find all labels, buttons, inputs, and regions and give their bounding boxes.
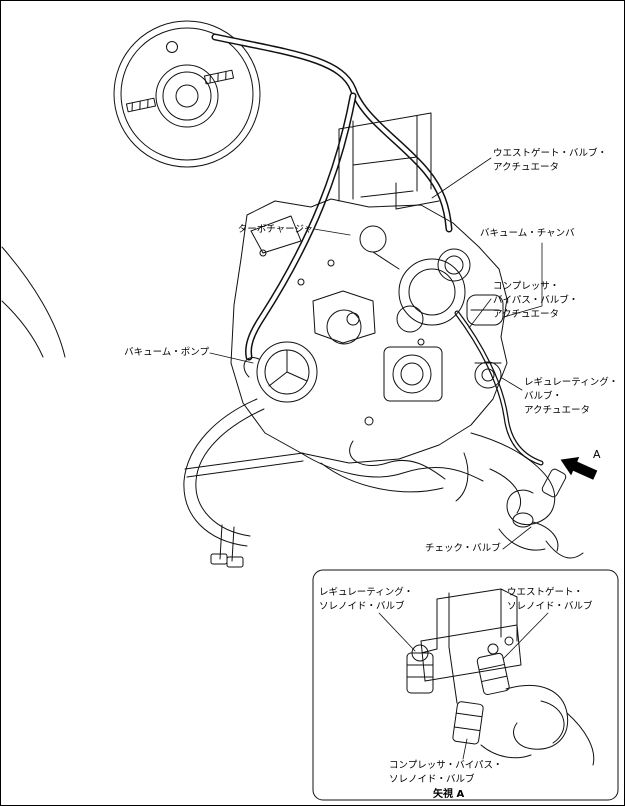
body-cut-lines <box>1 246 66 358</box>
turbocharger-drawing <box>359 225 471 333</box>
view-arrow-letter: A <box>593 448 601 461</box>
booster-stud <box>125 97 157 113</box>
mid-hoses <box>300 440 484 493</box>
top-bracket-drawing <box>338 112 440 210</box>
leader-lines <box>209 157 549 760</box>
vacuum-chamber-drawing <box>466 294 504 326</box>
booster-stud <box>203 69 235 85</box>
lower-pipe-frame <box>183 398 304 568</box>
regulating-actuator-drawing <box>474 361 502 389</box>
compressor-bypass-drawing <box>383 346 443 402</box>
brake-booster-drawing <box>113 20 261 168</box>
solenoid-assembly-drawing <box>406 588 595 766</box>
engine-outline <box>230 198 508 464</box>
label-check-valve: チェック・バルブ <box>425 543 501 554</box>
label-wastegate-solenoid-valve: ウエストゲート・ ソレノイド・バルブ <box>507 587 593 612</box>
inset-box <box>312 569 619 801</box>
vacuum-hoses <box>211 33 544 466</box>
label-regulating-valve-actuator: レギュレーティング・ バルブ・ アクチュエータ <box>524 377 619 416</box>
label-regulating-solenoid-valve: レギュレーティング・ ソレノイド・バルブ <box>319 587 414 612</box>
label-vacuum-pump: バキューム・ポンプ <box>124 347 209 358</box>
label-turbocharger: ターボチャージャ <box>237 224 313 235</box>
label-compressor-bypass-solenoid-valve: コンプレッサ・バイパス・ ソレノイド・バルブ <box>389 760 503 785</box>
label-vacuum-chamber: バキューム・チャンバ <box>480 228 575 239</box>
inset-view-label: 矢視 A <box>433 789 465 800</box>
check-valve-piping <box>455 432 584 559</box>
label-compressor-bypass-valve-actuator: コンプレッサ・ バイパス・バルブ・ アクチュエータ <box>493 281 579 320</box>
label-wastegate-valve-actuator: ウエストゲート・バルブ・ アクチュエータ <box>493 148 608 173</box>
vacuum-pump-drawing <box>243 341 318 403</box>
view-arrow-icon <box>560 457 598 480</box>
